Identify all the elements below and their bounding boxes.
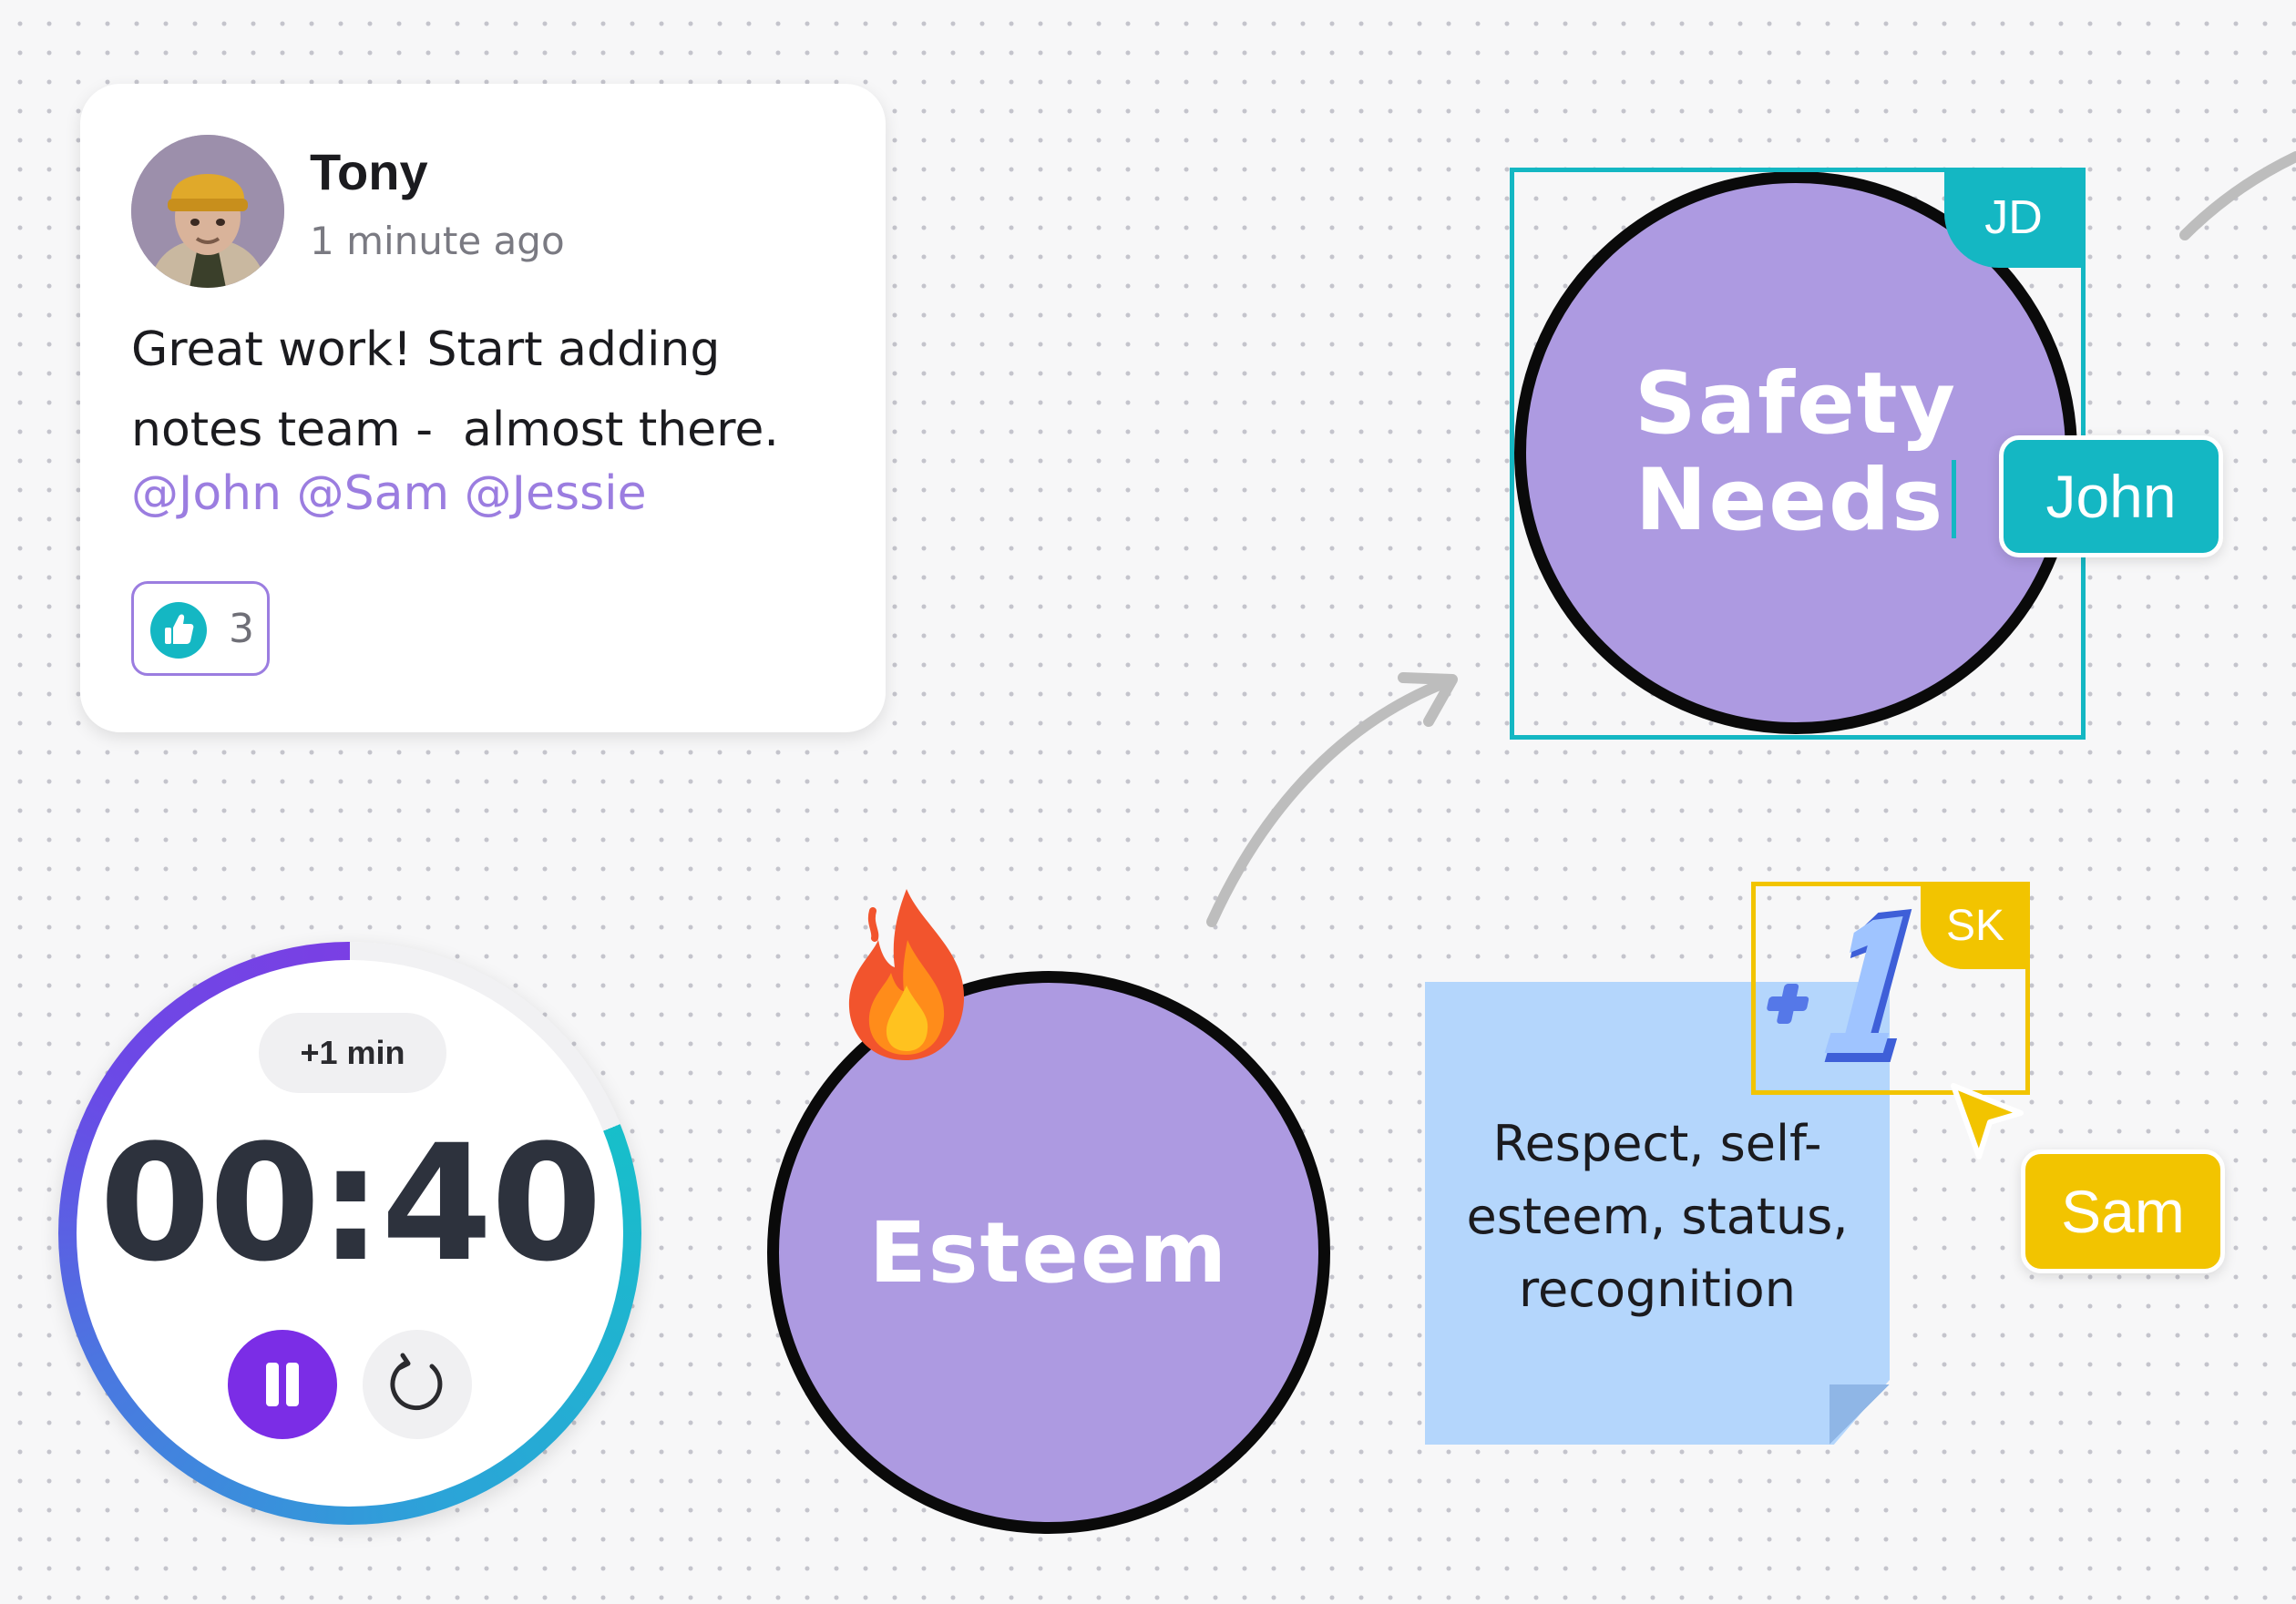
plus-one-sticker-icon[interactable] — [1760, 902, 1961, 1084]
sticky-line-3: recognition — [1519, 1261, 1796, 1318]
sticky-line-1: Respect, self- — [1492, 1115, 1822, 1172]
avatar[interactable] — [131, 135, 284, 288]
comment-card[interactable]: Tony 1 minute ago Great work! Start addi… — [80, 84, 886, 732]
timer-widget[interactable] — [58, 942, 641, 1525]
pause-icon — [228, 1330, 337, 1439]
john-cursor-label: John — [1999, 435, 2223, 557]
jd-collaborator-tag: JD — [1944, 168, 2083, 268]
reset-icon — [390, 1353, 443, 1411]
comment-mentions[interactable]: @John @Sam @Jessie — [131, 466, 647, 521]
add-minute-button[interactable]: +1 min — [259, 1013, 446, 1093]
safety-needs-label[interactable]: Safety Needs — [1635, 356, 1957, 549]
sticky-line-2: esteem, status, — [1466, 1188, 1849, 1245]
timer-display: 00:40 — [98, 1110, 602, 1297]
arrow-esteem-to-safety-head — [1398, 672, 1458, 727]
comment-body: Great work! Start adding notes team - al… — [131, 322, 779, 457]
sk-selection-frame — [1751, 882, 2030, 1095]
sticky-note-text: Respect, self- esteem, status, recogniti… — [1425, 1108, 1890, 1326]
like-count: 3 — [229, 606, 254, 652]
connector-top-right[interactable] — [2179, 151, 2296, 240]
comment-timestamp: 1 minute ago — [310, 219, 565, 263]
sticky-note-fold — [1830, 1384, 1890, 1445]
sk-collaborator-tag: SK — [1921, 882, 2030, 969]
esteem-label[interactable]: Esteem — [868, 1203, 1229, 1302]
safety-needs-line-2-text: Needs — [1635, 451, 1945, 550]
sam-cursor-label: Sam — [2021, 1149, 2225, 1273]
cursor-arrow-icon — [1951, 1083, 2024, 1160]
safety-needs-line-2: Needs — [1635, 453, 1957, 549]
pause-button[interactable] — [228, 1330, 337, 1439]
pause-bar-right — [286, 1363, 299, 1406]
pause-bar-left — [266, 1363, 279, 1406]
safety-needs-line-1: Safety — [1635, 354, 1957, 454]
comment-author: Tony — [310, 143, 428, 200]
reset-button[interactable] — [363, 1330, 472, 1439]
like-button[interactable]: 3 — [131, 581, 270, 676]
thumbs-up-icon — [150, 602, 207, 659]
person-avatar-icon — [131, 135, 284, 288]
arrow-esteem-to-safety[interactable] — [1206, 676, 1454, 927]
text-caret — [1952, 460, 1957, 538]
sticky-note[interactable] — [1425, 982, 1890, 1445]
fire-sticker-icon[interactable] — [838, 884, 975, 1066]
